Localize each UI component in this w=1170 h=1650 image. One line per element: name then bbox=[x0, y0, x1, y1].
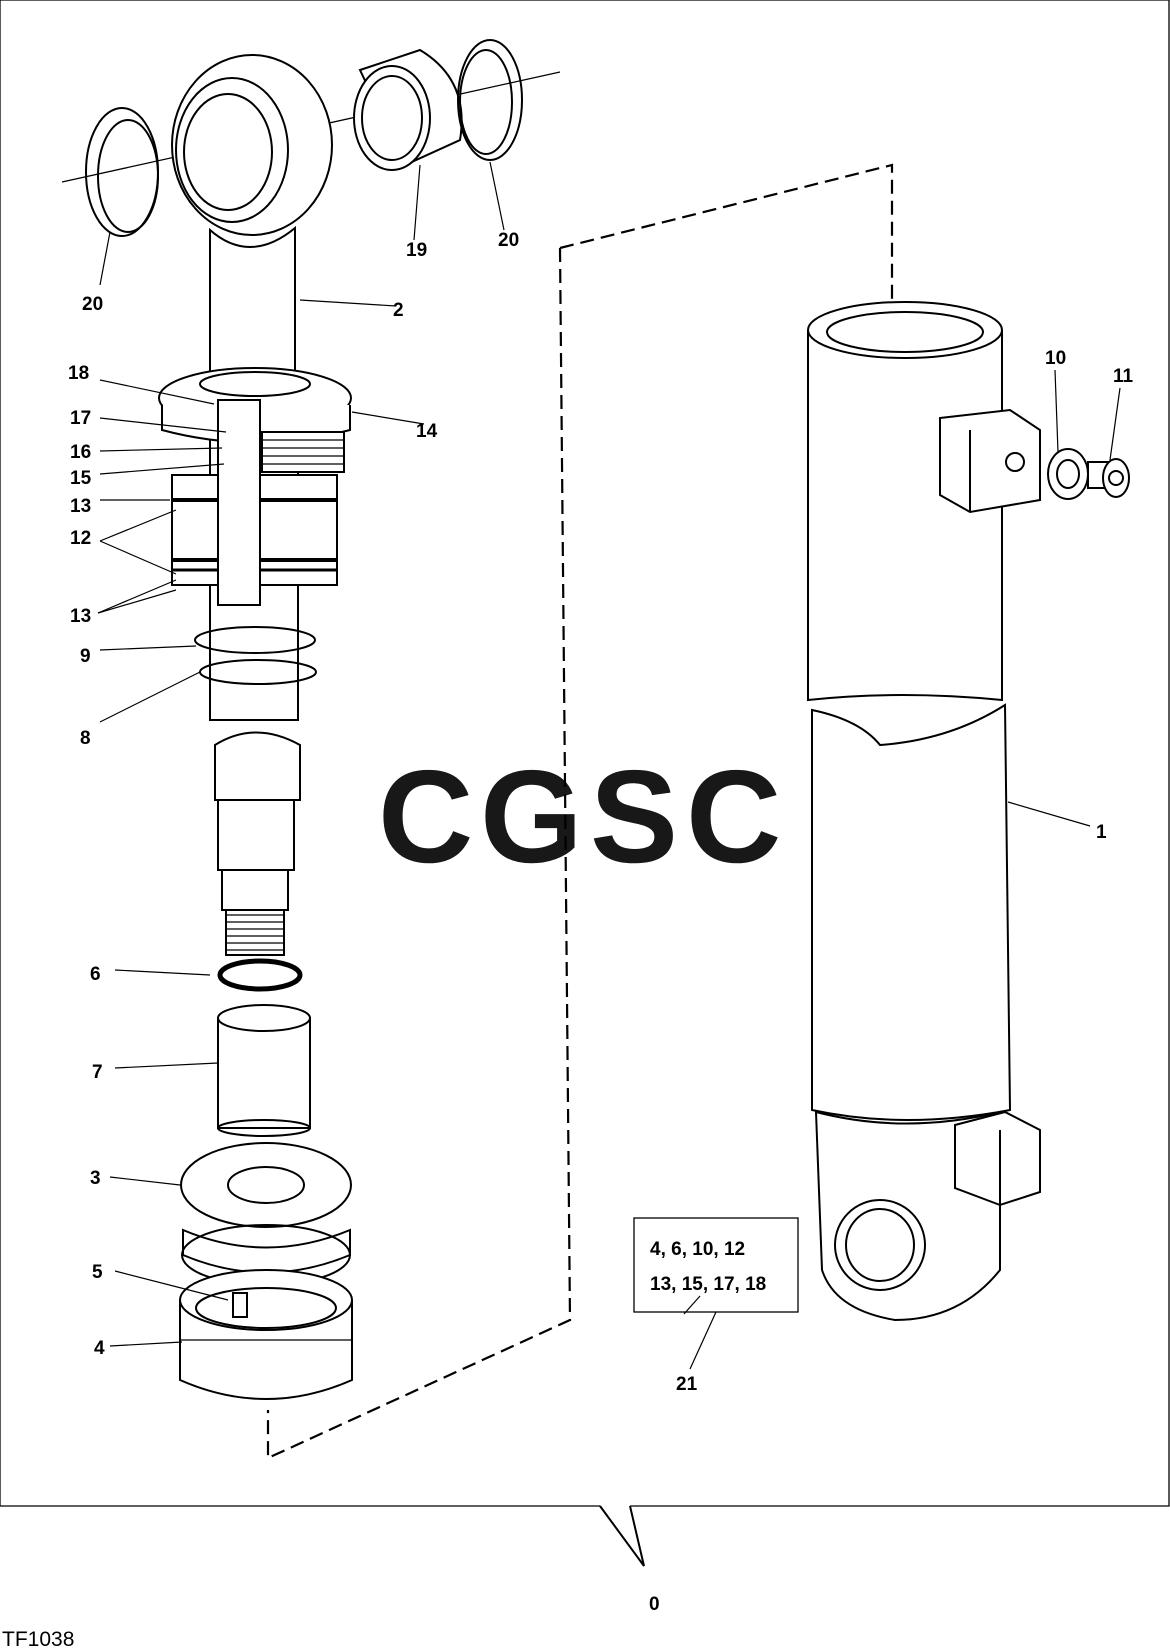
callout-7: 7 bbox=[92, 1062, 103, 1083]
callout-21: 21 bbox=[676, 1374, 698, 1395]
sleeve bbox=[217, 1004, 311, 1137]
diagram-frame bbox=[0, 0, 1170, 1567]
set-screw bbox=[232, 1292, 248, 1318]
watermark-letter-1: C bbox=[378, 743, 473, 890]
callout-2: 2 bbox=[393, 300, 404, 321]
watermark-letter-3: S bbox=[590, 743, 678, 890]
seal-washer bbox=[1047, 448, 1089, 500]
callout-10: 10 bbox=[1045, 348, 1066, 369]
kit-line-1: 4, 6, 10, 12 bbox=[650, 1239, 745, 1260]
watermark-letter-4: C bbox=[686, 743, 781, 890]
callout-1: 1 bbox=[1096, 822, 1107, 843]
callout-15: 15 bbox=[70, 468, 92, 489]
callout-labels: 1 2 3 4 5 6 7 8 9 10 11 12 13 13 14 15 1… bbox=[68, 230, 1134, 1615]
wear-ring bbox=[194, 626, 316, 654]
assembly-dashed-outline bbox=[266, 163, 894, 1460]
rod-assembly bbox=[61, 39, 561, 1400]
service-kit-box: 4, 6, 10, 12 13, 15, 17, 18 bbox=[633, 1217, 799, 1313]
callout-4: 4 bbox=[94, 1338, 105, 1359]
callout-6: 6 bbox=[90, 964, 101, 985]
cylinder-tube bbox=[807, 301, 1041, 1322]
kit-line-2: 13, 15, 17, 18 bbox=[650, 1274, 766, 1295]
piston bbox=[171, 399, 338, 606]
callout-16: 16 bbox=[70, 442, 91, 463]
callout-5: 5 bbox=[92, 1262, 103, 1283]
retaining-ring-right bbox=[457, 39, 523, 161]
callout-18: 18 bbox=[68, 363, 89, 384]
callout-13-upper: 13 bbox=[70, 496, 91, 517]
watermark-letter-2: G bbox=[480, 743, 583, 890]
o-ring bbox=[217, 958, 303, 992]
bushing bbox=[353, 48, 463, 171]
lock-nut bbox=[179, 1269, 353, 1400]
callout-9: 9 bbox=[80, 646, 91, 667]
callout-20-left: 20 bbox=[82, 294, 103, 315]
callout-14: 14 bbox=[416, 421, 438, 442]
cgsc-watermark: C G S C bbox=[378, 743, 781, 890]
leader-lines bbox=[97, 161, 1121, 1370]
callout-3: 3 bbox=[90, 1168, 101, 1189]
port-plug bbox=[1087, 458, 1130, 498]
figure-code: TF1038 bbox=[2, 1628, 74, 1650]
callout-8: 8 bbox=[80, 728, 91, 749]
retaining-ring-left bbox=[85, 107, 159, 237]
piston-nut bbox=[180, 1142, 352, 1286]
rod-eye bbox=[171, 54, 333, 381]
callout-12: 12 bbox=[70, 528, 91, 549]
callout-11: 11 bbox=[1113, 366, 1134, 387]
callout-17: 17 bbox=[70, 408, 91, 429]
callout-20-right: 20 bbox=[498, 230, 519, 251]
assembly-label: 0 bbox=[649, 1594, 660, 1615]
callout-19: 19 bbox=[406, 240, 427, 261]
callout-13-lower: 13 bbox=[70, 606, 91, 627]
